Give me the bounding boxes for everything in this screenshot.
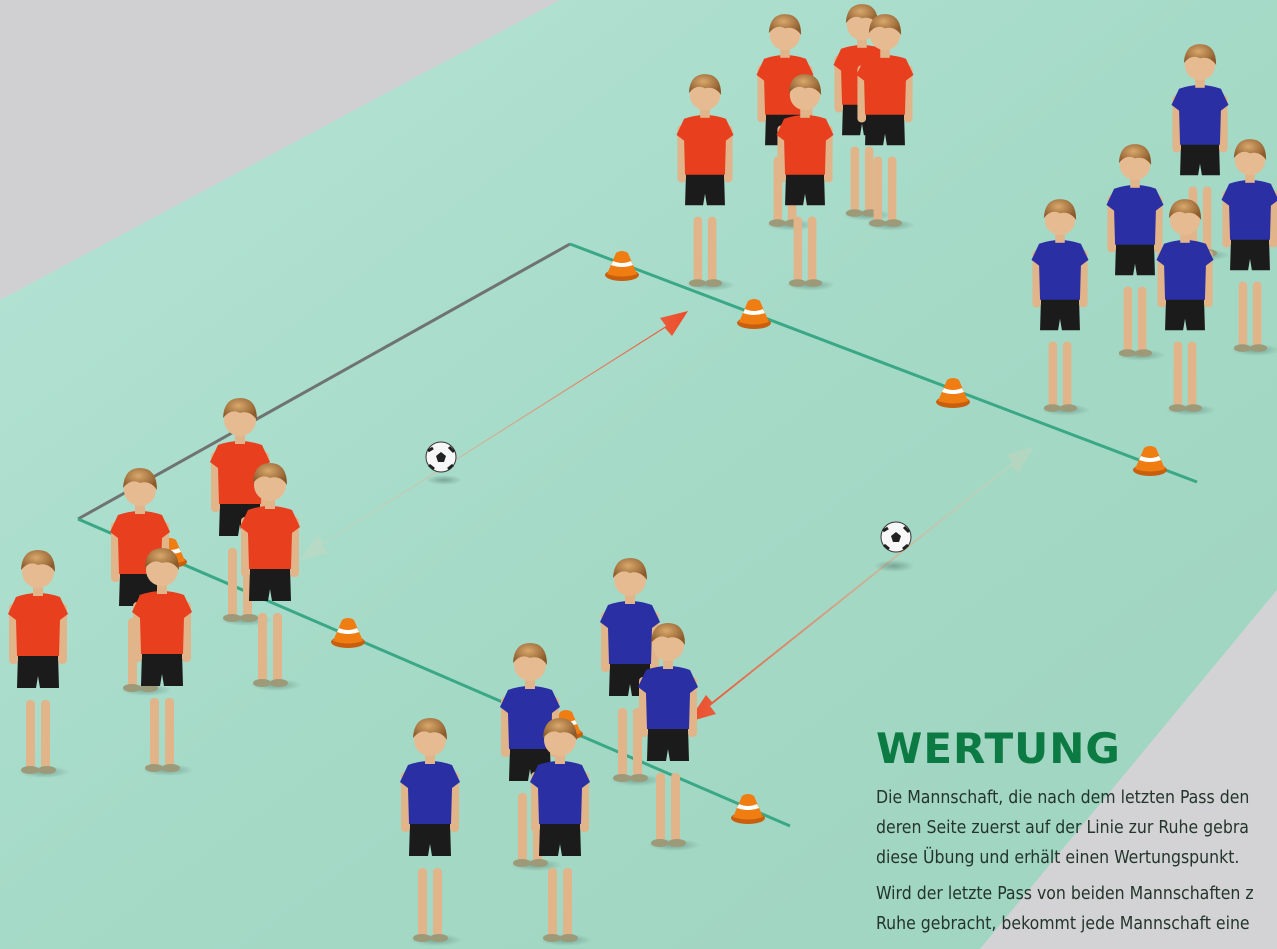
scoring-paragraph-2-line: Wird der letzte Pass von beiden Mannscha… — [876, 884, 1254, 904]
scoring-paragraph-2: Wird der letzte Pass von beiden Mannscha… — [876, 879, 1277, 939]
player-blue — [1031, 199, 1091, 416]
cone-icon — [936, 378, 970, 408]
soccer-ball-icon — [425, 441, 457, 473]
player-red — [8, 550, 70, 778]
scoring-paragraph-2-line: Ruhe gebracht, bekommt jede Mannschaft e… — [876, 914, 1250, 934]
cone-icon — [331, 618, 365, 648]
player-blue — [638, 623, 700, 851]
pass-arrow-left — [300, 311, 688, 560]
scoring-section: WERTUNG Die Mannschaft, die nach dem let… — [876, 724, 1277, 945]
player-blue — [400, 718, 462, 946]
cone-icon — [731, 794, 765, 824]
playing-area-lines — [77, 242, 1198, 828]
player-blue — [600, 558, 662, 786]
scoring-paragraph-1: Die Mannschaft, die nach dem letzten Pas… — [876, 783, 1277, 873]
balls — [425, 441, 914, 572]
scoring-heading: WERTUNG — [876, 724, 1121, 773]
scoring-paragraph-1-line: deren Seite zuerst auf der Linie zur Ruh… — [876, 818, 1249, 838]
players — [8, 4, 1277, 946]
cone-icon — [605, 251, 639, 281]
left-boundary-line — [77, 242, 571, 521]
pass-arrows — [300, 311, 1035, 722]
top-boundary-line — [569, 242, 1198, 484]
player-red — [676, 74, 736, 291]
soccer-ball-icon — [880, 521, 912, 553]
field-corner-gray — [980, 590, 1277, 949]
scoring-paragraph-1-line: diese Übung und erhält einen Wertungspun… — [876, 848, 1240, 868]
player-red — [132, 548, 194, 776]
scoring-paragraph-1-line: Die Mannschaft, die nach dem letzten Pas… — [876, 788, 1250, 808]
player-red — [856, 14, 916, 231]
player-red — [240, 463, 302, 691]
player-blue — [1156, 199, 1216, 416]
player-blue — [530, 718, 592, 946]
player-blue — [1106, 144, 1166, 361]
bottom-boundary-line — [77, 517, 791, 828]
player-red — [776, 74, 836, 291]
cone-icon — [1133, 446, 1167, 476]
pass-arrow-right — [688, 446, 1035, 722]
player-blue — [1221, 139, 1277, 356]
cone-icon — [737, 299, 771, 329]
